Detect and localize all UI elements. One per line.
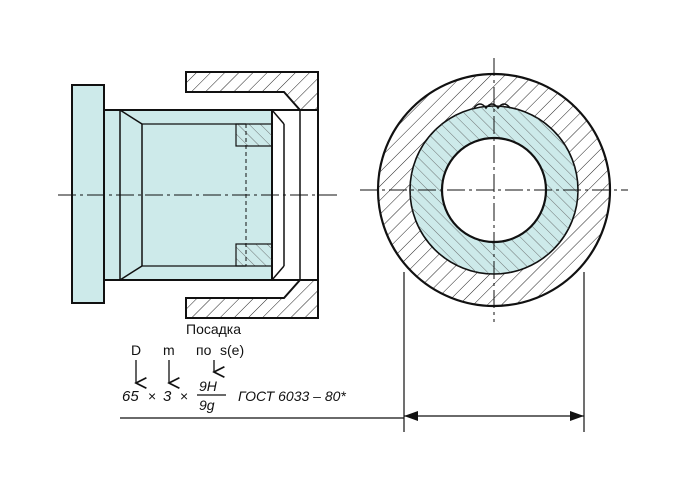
label-module: m [163, 342, 175, 358]
fit-label: Посадка [186, 321, 241, 337]
diameter-dimension [403, 272, 585, 432]
fit-denominator: 9g [199, 397, 215, 413]
hub-section-bottom [185, 279, 319, 319]
formula-times-2: × [180, 388, 188, 404]
standard-reference: ГОСТ 6033 – 80* [238, 388, 346, 404]
spline-engagement-bottom [235, 243, 273, 267]
formula-times-1: × [148, 388, 156, 404]
hub-section-top [185, 71, 319, 111]
label-diameter: D [131, 342, 141, 358]
formula-module: 3 [163, 388, 172, 405]
formula-diameter: 65 [122, 388, 139, 405]
spline-teeth-profile [473, 103, 511, 110]
longitudinal-section [58, 71, 340, 319]
label-fit-by: по [196, 342, 212, 358]
label-centering: s(e) [220, 342, 244, 358]
shaft-body [71, 84, 105, 304]
spline-engagement-top [235, 123, 273, 147]
designation-block: Посадка D m по s(e) 65 × 3 × 9H 9g ГОСТ … [120, 321, 404, 419]
cross-section [360, 58, 628, 322]
fit-numerator: 9H [199, 378, 218, 394]
